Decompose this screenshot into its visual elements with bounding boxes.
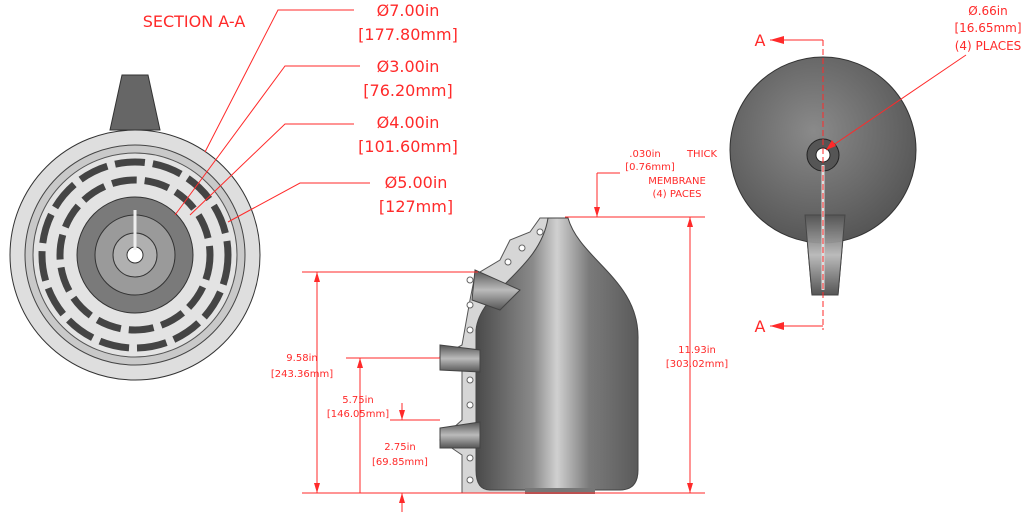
svg-text:[243.36mm]: [243.36mm] [271,369,333,380]
dimension-11-93: 11.93in [303.02mm] [666,345,728,370]
section-marker-bottom: A [755,317,766,336]
section-marker-top: A [755,31,766,50]
dimension-9-58: 9.58in [243.36mm] [271,353,333,380]
svg-text:Ø4.00in: Ø4.00in [377,113,440,132]
svg-text:Ø.66in: Ø.66in [968,4,1007,18]
svg-text:MEMBRANE: MEMBRANE [648,176,706,187]
dimension-5-75: 5.75in [146.05mm] [327,395,389,420]
svg-text:[69.85mm]: [69.85mm] [372,457,428,468]
svg-text:THICK: THICK [686,149,718,160]
svg-text:2.75in: 2.75in [384,442,415,453]
svg-text:[76.20mm]: [76.20mm] [363,81,452,100]
svg-text:[0.76mm]: [0.76mm] [625,162,675,173]
callout-hole: Ø.66in [16.65mm] (4) PLACES [954,4,1021,53]
callout-d5: Ø5.00in [127mm] [379,173,453,216]
section-spout [109,74,161,131]
svg-text:[101.60mm]: [101.60mm] [358,137,458,156]
callout-d7: Ø7.00in [177.80mm] [358,1,458,44]
callout-d4: Ø4.00in [101.60mm] [358,113,458,156]
svg-text:(4) PACES: (4) PACES [652,189,701,200]
section-title: SECTION A-A [143,12,246,31]
side-view [438,217,639,494]
svg-text:Ø5.00in: Ø5.00in [385,173,448,192]
svg-text:Ø7.00in: Ø7.00in [377,1,440,20]
svg-text:5.75in: 5.75in [342,395,373,406]
svg-text:[127mm]: [127mm] [379,197,453,216]
svg-text:Ø3.00in: Ø3.00in [377,57,440,76]
svg-text:[146.05mm]: [146.05mm] [327,409,389,420]
dimension-lines [302,172,705,512]
svg-text:[16.65mm]: [16.65mm] [954,21,1021,35]
dimension-2-75: 2.75in [69.85mm] [372,442,428,468]
svg-text:[177.80mm]: [177.80mm] [358,25,458,44]
svg-text:.030in: .030in [629,149,660,160]
svg-text:11.93in: 11.93in [678,345,716,356]
svg-text:[303.02mm]: [303.02mm] [666,359,728,370]
callout-membrane: .030in THICK [0.76mm] MEMBRANE (4) PACES [625,149,717,200]
svg-text:9.58in: 9.58in [286,353,317,364]
section-view [9,74,261,381]
svg-text:(4) PLACES: (4) PLACES [955,39,1022,53]
callout-d3: Ø3.00in [76.20mm] [363,57,452,100]
